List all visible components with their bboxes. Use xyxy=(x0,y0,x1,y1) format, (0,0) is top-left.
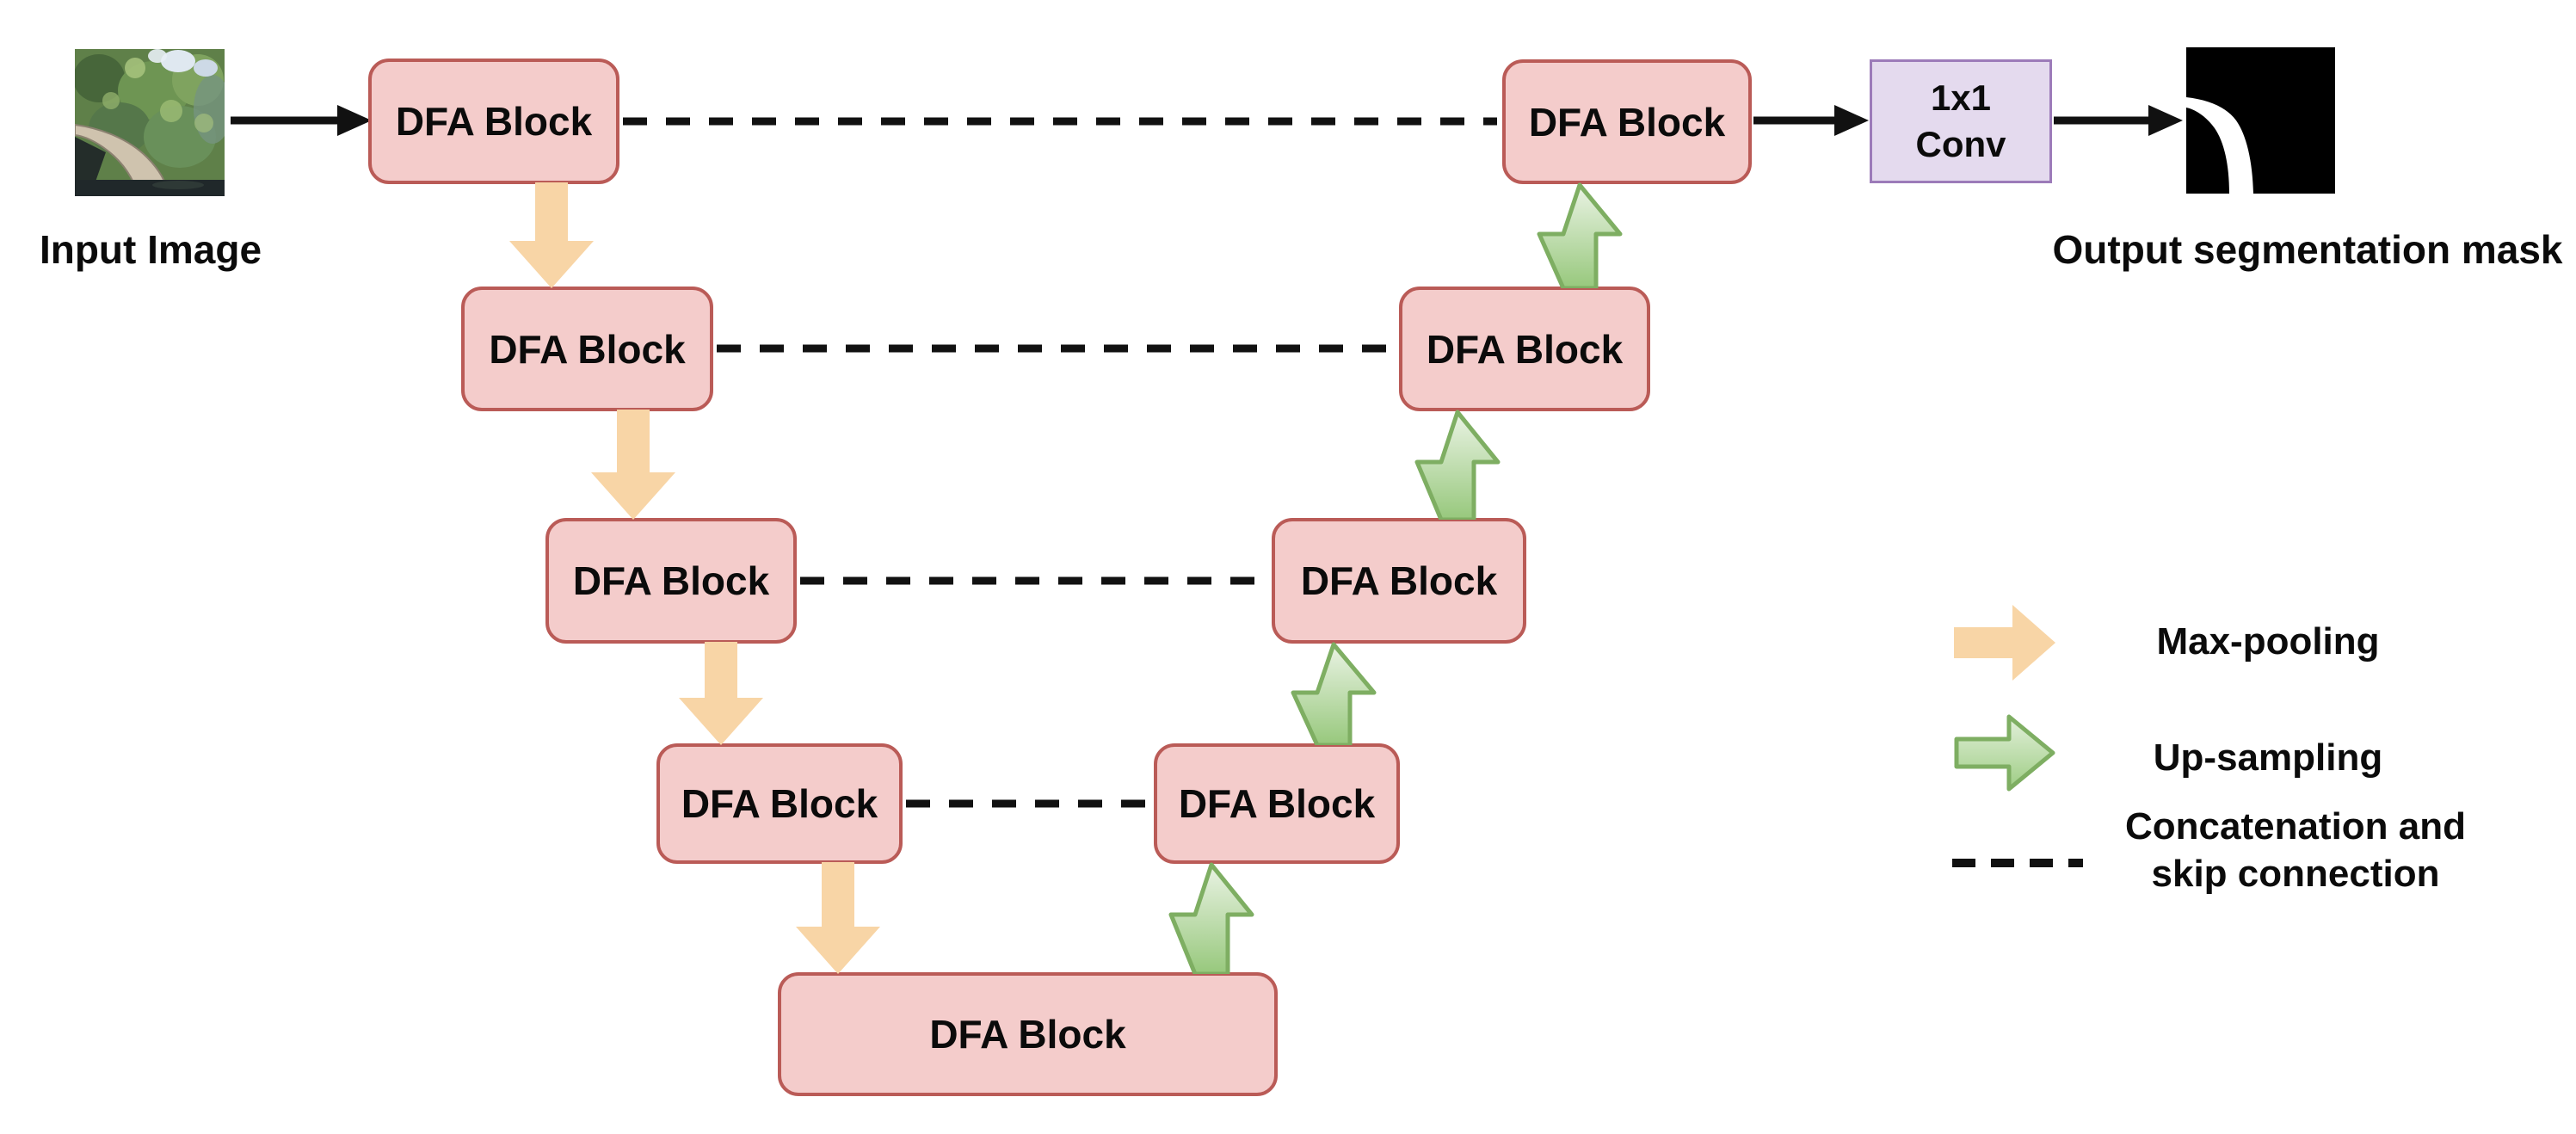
skip-connection-line-1 xyxy=(623,117,1497,126)
max-pooling-arrow-2 xyxy=(591,410,675,520)
up-sampling-legend-icon xyxy=(1954,714,2055,792)
dfa-block-encoder-1: DFA Block xyxy=(368,59,619,184)
input-image xyxy=(75,49,225,196)
dfa-block-label: DFA Block xyxy=(395,99,593,144)
dfa-block-encoder-2: DFA Block xyxy=(461,287,713,411)
dfa-block-decoder-2: DFA Block xyxy=(1399,287,1650,411)
dfa-block-label: DFA Block xyxy=(489,326,686,372)
max-pooling-legend-label: Max-pooling xyxy=(2156,620,2380,663)
dfa-block-label: DFA Block xyxy=(1178,781,1376,826)
dfa-block-label: DFA Block xyxy=(929,1012,1126,1057)
conv-label-line1: 1x1 xyxy=(1930,77,1992,118)
max-pooling-arrow-4 xyxy=(796,862,880,974)
dfa-block-encoder-3: DFA Block xyxy=(545,518,797,644)
dfa-block-label: DFA Block xyxy=(1426,326,1624,372)
max-pooling-arrow-3 xyxy=(679,642,763,745)
dfa-block-label: DFA Block xyxy=(1300,558,1498,603)
dfa-block-decoder-1: DFA Block xyxy=(1502,59,1752,184)
output-arrow xyxy=(2054,105,2183,136)
skip-connection-legend-label: Concatenation and skip connection xyxy=(2124,805,2467,895)
dfa-block-bottleneck: DFA Block xyxy=(778,972,1278,1096)
input-image-caption: Input Image xyxy=(39,227,262,272)
max-pooling-arrow-1 xyxy=(509,182,594,288)
up-sampling-arrow-1 xyxy=(1168,862,1254,974)
dfa-block-encoder-4: DFA Block xyxy=(656,743,903,864)
conv-1x1-box: 1x1 Conv xyxy=(1870,59,2052,183)
skip-connection-line-2 xyxy=(717,344,1396,353)
up-sampling-arrow-2 xyxy=(1291,642,1377,745)
up-sampling-arrow-4 xyxy=(1537,182,1623,288)
skip-connection-line-3 xyxy=(800,576,1268,585)
up-sampling-arrow-3 xyxy=(1414,410,1501,520)
up-sampling-legend-label: Up-sampling xyxy=(2153,736,2383,779)
max-pooling-legend-icon xyxy=(1954,605,2055,681)
input-arrow xyxy=(231,105,372,136)
dfa-block-label: DFA Block xyxy=(681,781,878,826)
dfa-block-decoder-4: DFA Block xyxy=(1154,743,1400,864)
dfa-block-decoder-3: DFA Block xyxy=(1272,518,1526,644)
conv-label-line2: Conv xyxy=(1915,124,2006,164)
dfa-block-label: DFA Block xyxy=(1528,99,1726,145)
output-mask-image xyxy=(2186,47,2335,194)
skip-connection-line-4 xyxy=(906,799,1150,808)
skip-connection-legend-icon xyxy=(1952,859,2083,867)
output-mask-caption: Output segmentation mask xyxy=(2052,227,2563,272)
conv-arrow xyxy=(1753,105,1869,136)
dfa-block-label: DFA Block xyxy=(572,558,770,603)
